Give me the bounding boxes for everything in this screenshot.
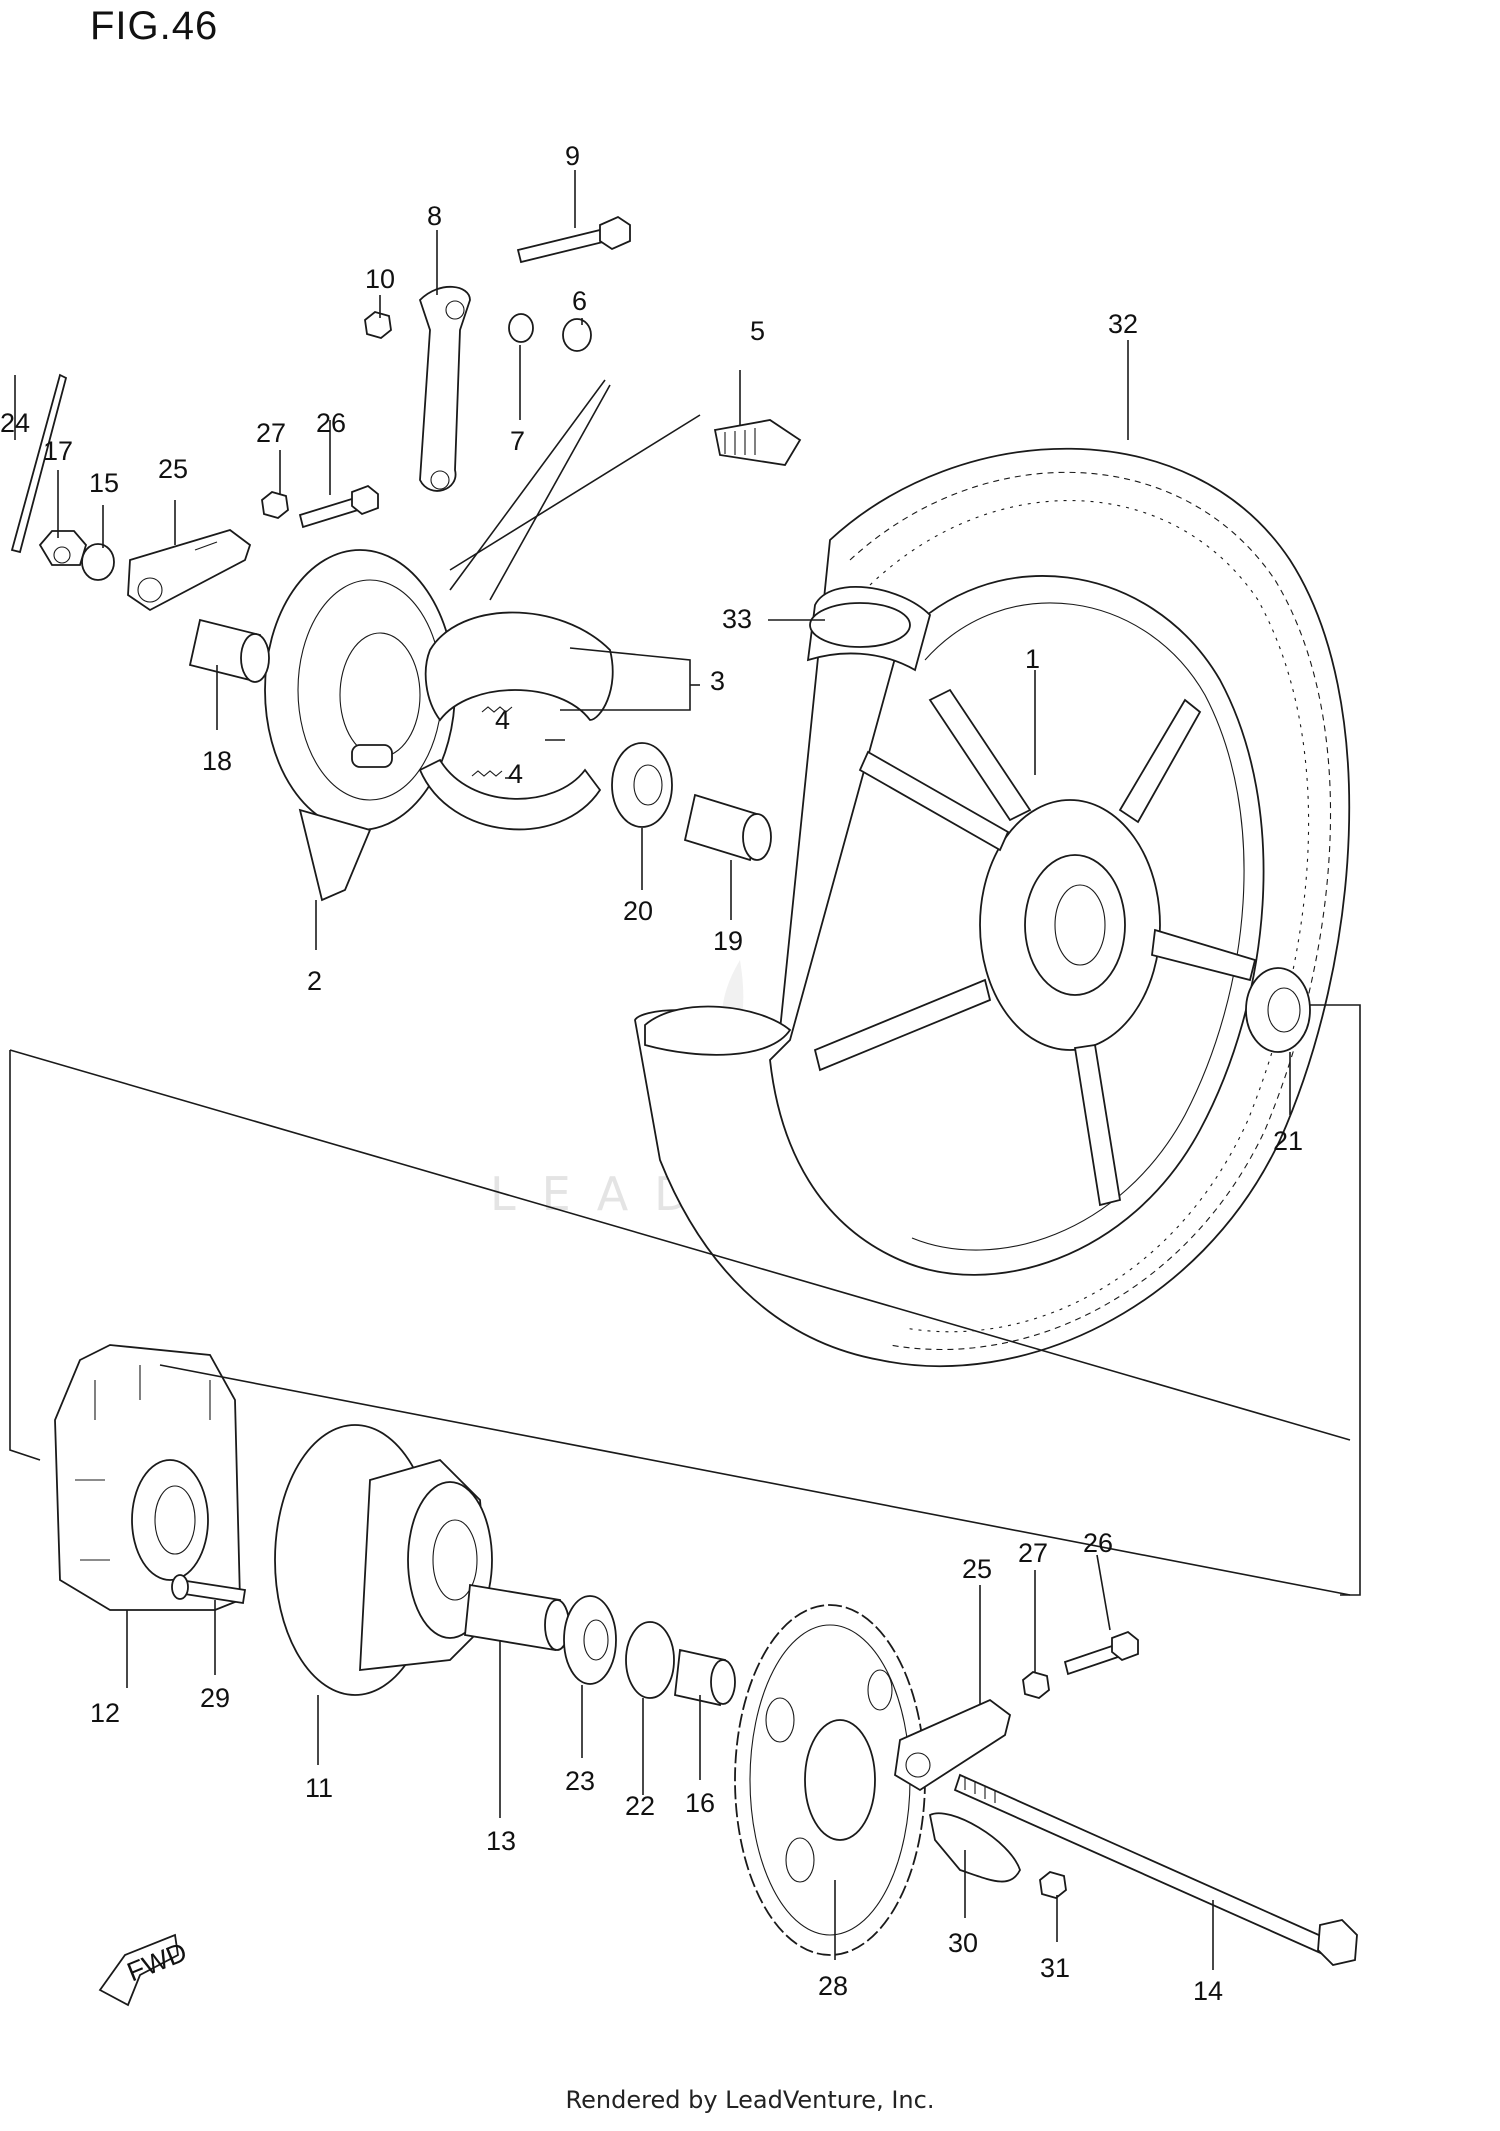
chain-adjuster-25-left: [127, 529, 252, 612]
callout-4a: 4: [495, 705, 510, 735]
collar-16: [674, 1648, 736, 1707]
callout-5: 5: [750, 316, 765, 346]
figure-title: FIG.46: [90, 4, 219, 48]
spacer-13: [464, 1583, 570, 1652]
callout-9: 9: [565, 141, 580, 171]
callout-2: 2: [307, 966, 322, 996]
oil-seal-22: [625, 1621, 675, 1699]
collar-18: [188, 618, 270, 683]
brake-panel: [264, 549, 456, 902]
chain-adjuster-25-right: [894, 1698, 1012, 1792]
callout-13: 13: [486, 1826, 516, 1856]
callout-23: 23: [565, 1766, 595, 1796]
bolt-9: [516, 215, 631, 264]
callout-11: 11: [305, 1773, 333, 1803]
nut-27-right: [1022, 1671, 1050, 1699]
bolt-26-right: [1063, 1630, 1139, 1676]
callout-21: 21: [1273, 1126, 1303, 1156]
callout-25b: 25: [962, 1554, 992, 1584]
cam-lever: [418, 285, 471, 492]
ring-6: [562, 318, 592, 352]
callout-14: 14: [1193, 1976, 1223, 2006]
callout-1: 1: [1025, 644, 1040, 674]
callout-19: 19: [713, 926, 743, 956]
callout-3: 3: [710, 666, 725, 696]
callout-30: 30: [948, 1928, 978, 1958]
callout-6: 6: [572, 286, 587, 316]
rear-wheel-assembly: [634, 447, 1351, 1368]
collar-19: [683, 793, 772, 862]
brake-shoes: [418, 611, 614, 831]
stud-bolt-29: [171, 1574, 247, 1605]
bearing-23: [563, 1595, 617, 1685]
bearing-20: [611, 742, 673, 828]
callout-labels: 1 2 3 4 4 5 6 7 8 9 10 11 12 13 14 15 16…: [0, 141, 1303, 2006]
callout-31: 31: [1040, 1953, 1070, 1983]
callout-7: 7: [510, 426, 525, 456]
bearing-21: [1245, 967, 1311, 1053]
footer-credit: Rendered by LeadVenture, Inc.: [565, 2086, 935, 2114]
callout-27a: 27: [256, 418, 286, 448]
callout-25a: 25: [158, 454, 188, 484]
callout-32: 32: [1108, 309, 1138, 339]
callout-29: 29: [200, 1683, 230, 1713]
callout-12: 12: [90, 1698, 120, 1728]
castle-nut-17: [38, 530, 88, 566]
callout-18: 18: [202, 746, 232, 776]
callout-26a: 26: [316, 408, 346, 438]
rear-sprocket-28: [734, 1604, 926, 1956]
callout-8: 8: [427, 201, 442, 231]
sprocket-drum-11: [274, 1424, 493, 1696]
adjuster-plate-30: [928, 1812, 1021, 1883]
callout-22: 22: [625, 1791, 655, 1821]
callout-10: 10: [365, 264, 395, 294]
nut-10: [364, 311, 392, 339]
cotter-pin-24: [10, 373, 68, 554]
cush-damper-12: [54, 1344, 241, 1611]
callout-15: 15: [89, 468, 119, 498]
callout-4b: 4: [508, 759, 523, 789]
washer-15: [81, 543, 115, 581]
callout-33: 33: [722, 604, 752, 634]
nut-27-left: [261, 491, 289, 519]
leader-lines: [14, 170, 1291, 1970]
callout-28: 28: [818, 1971, 848, 2001]
bolt-26-left: [298, 484, 379, 529]
callout-26b: 26: [1083, 1528, 1113, 1558]
assembly-guide-lines: [9, 379, 1361, 1596]
callout-17: 17: [43, 436, 73, 466]
callout-16: 16: [685, 1788, 715, 1818]
callout-27b: 27: [1018, 1538, 1048, 1568]
valve-5: [713, 419, 802, 466]
callout-20: 20: [623, 896, 653, 926]
nut-31: [1039, 1871, 1067, 1899]
callout-24: 24: [0, 408, 30, 438]
fwd-arrow-icon: FWD: [98, 1933, 191, 2007]
axle-14: [953, 1773, 1358, 1966]
washer-7: [508, 313, 534, 343]
